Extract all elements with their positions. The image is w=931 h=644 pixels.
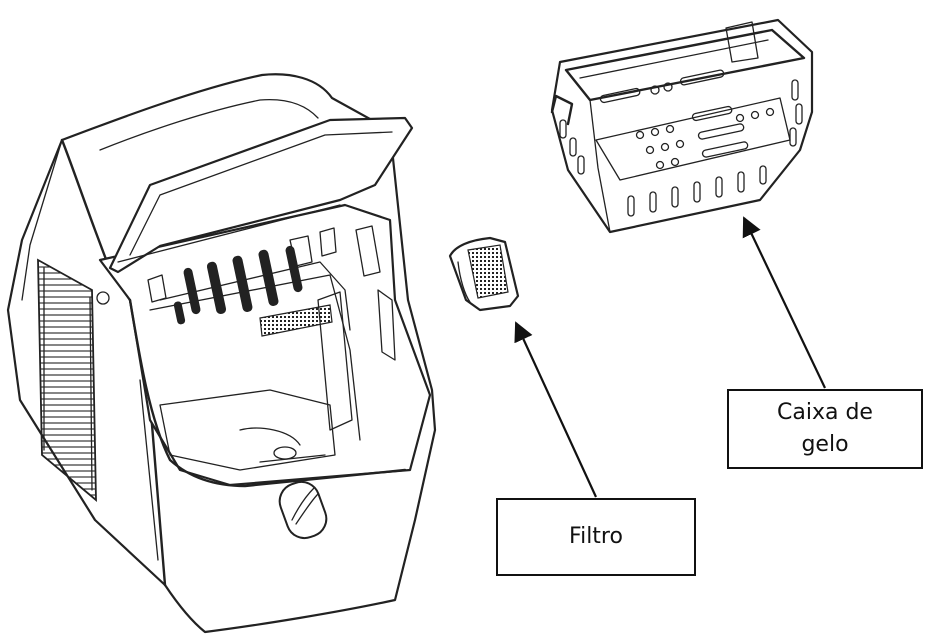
filter-illustration	[448, 236, 520, 312]
ice-basket-arrow	[742, 216, 826, 389]
filter-arrow	[514, 321, 597, 498]
brand-badge	[278, 480, 328, 540]
evaporator-fingers	[173, 245, 303, 325]
basket-floor-holes	[635, 105, 775, 170]
ice-basket-label-box: Caixa de gelo	[727, 389, 923, 469]
ice-maker-illustration	[6, 73, 437, 634]
basket-front-slots	[627, 165, 767, 217]
filter-label: Filtro	[569, 524, 623, 549]
ice-basket-illustration	[550, 18, 814, 234]
filter-label-box: Filtro	[496, 498, 696, 576]
ice-basket-label: Caixa de gelo	[777, 400, 873, 457]
